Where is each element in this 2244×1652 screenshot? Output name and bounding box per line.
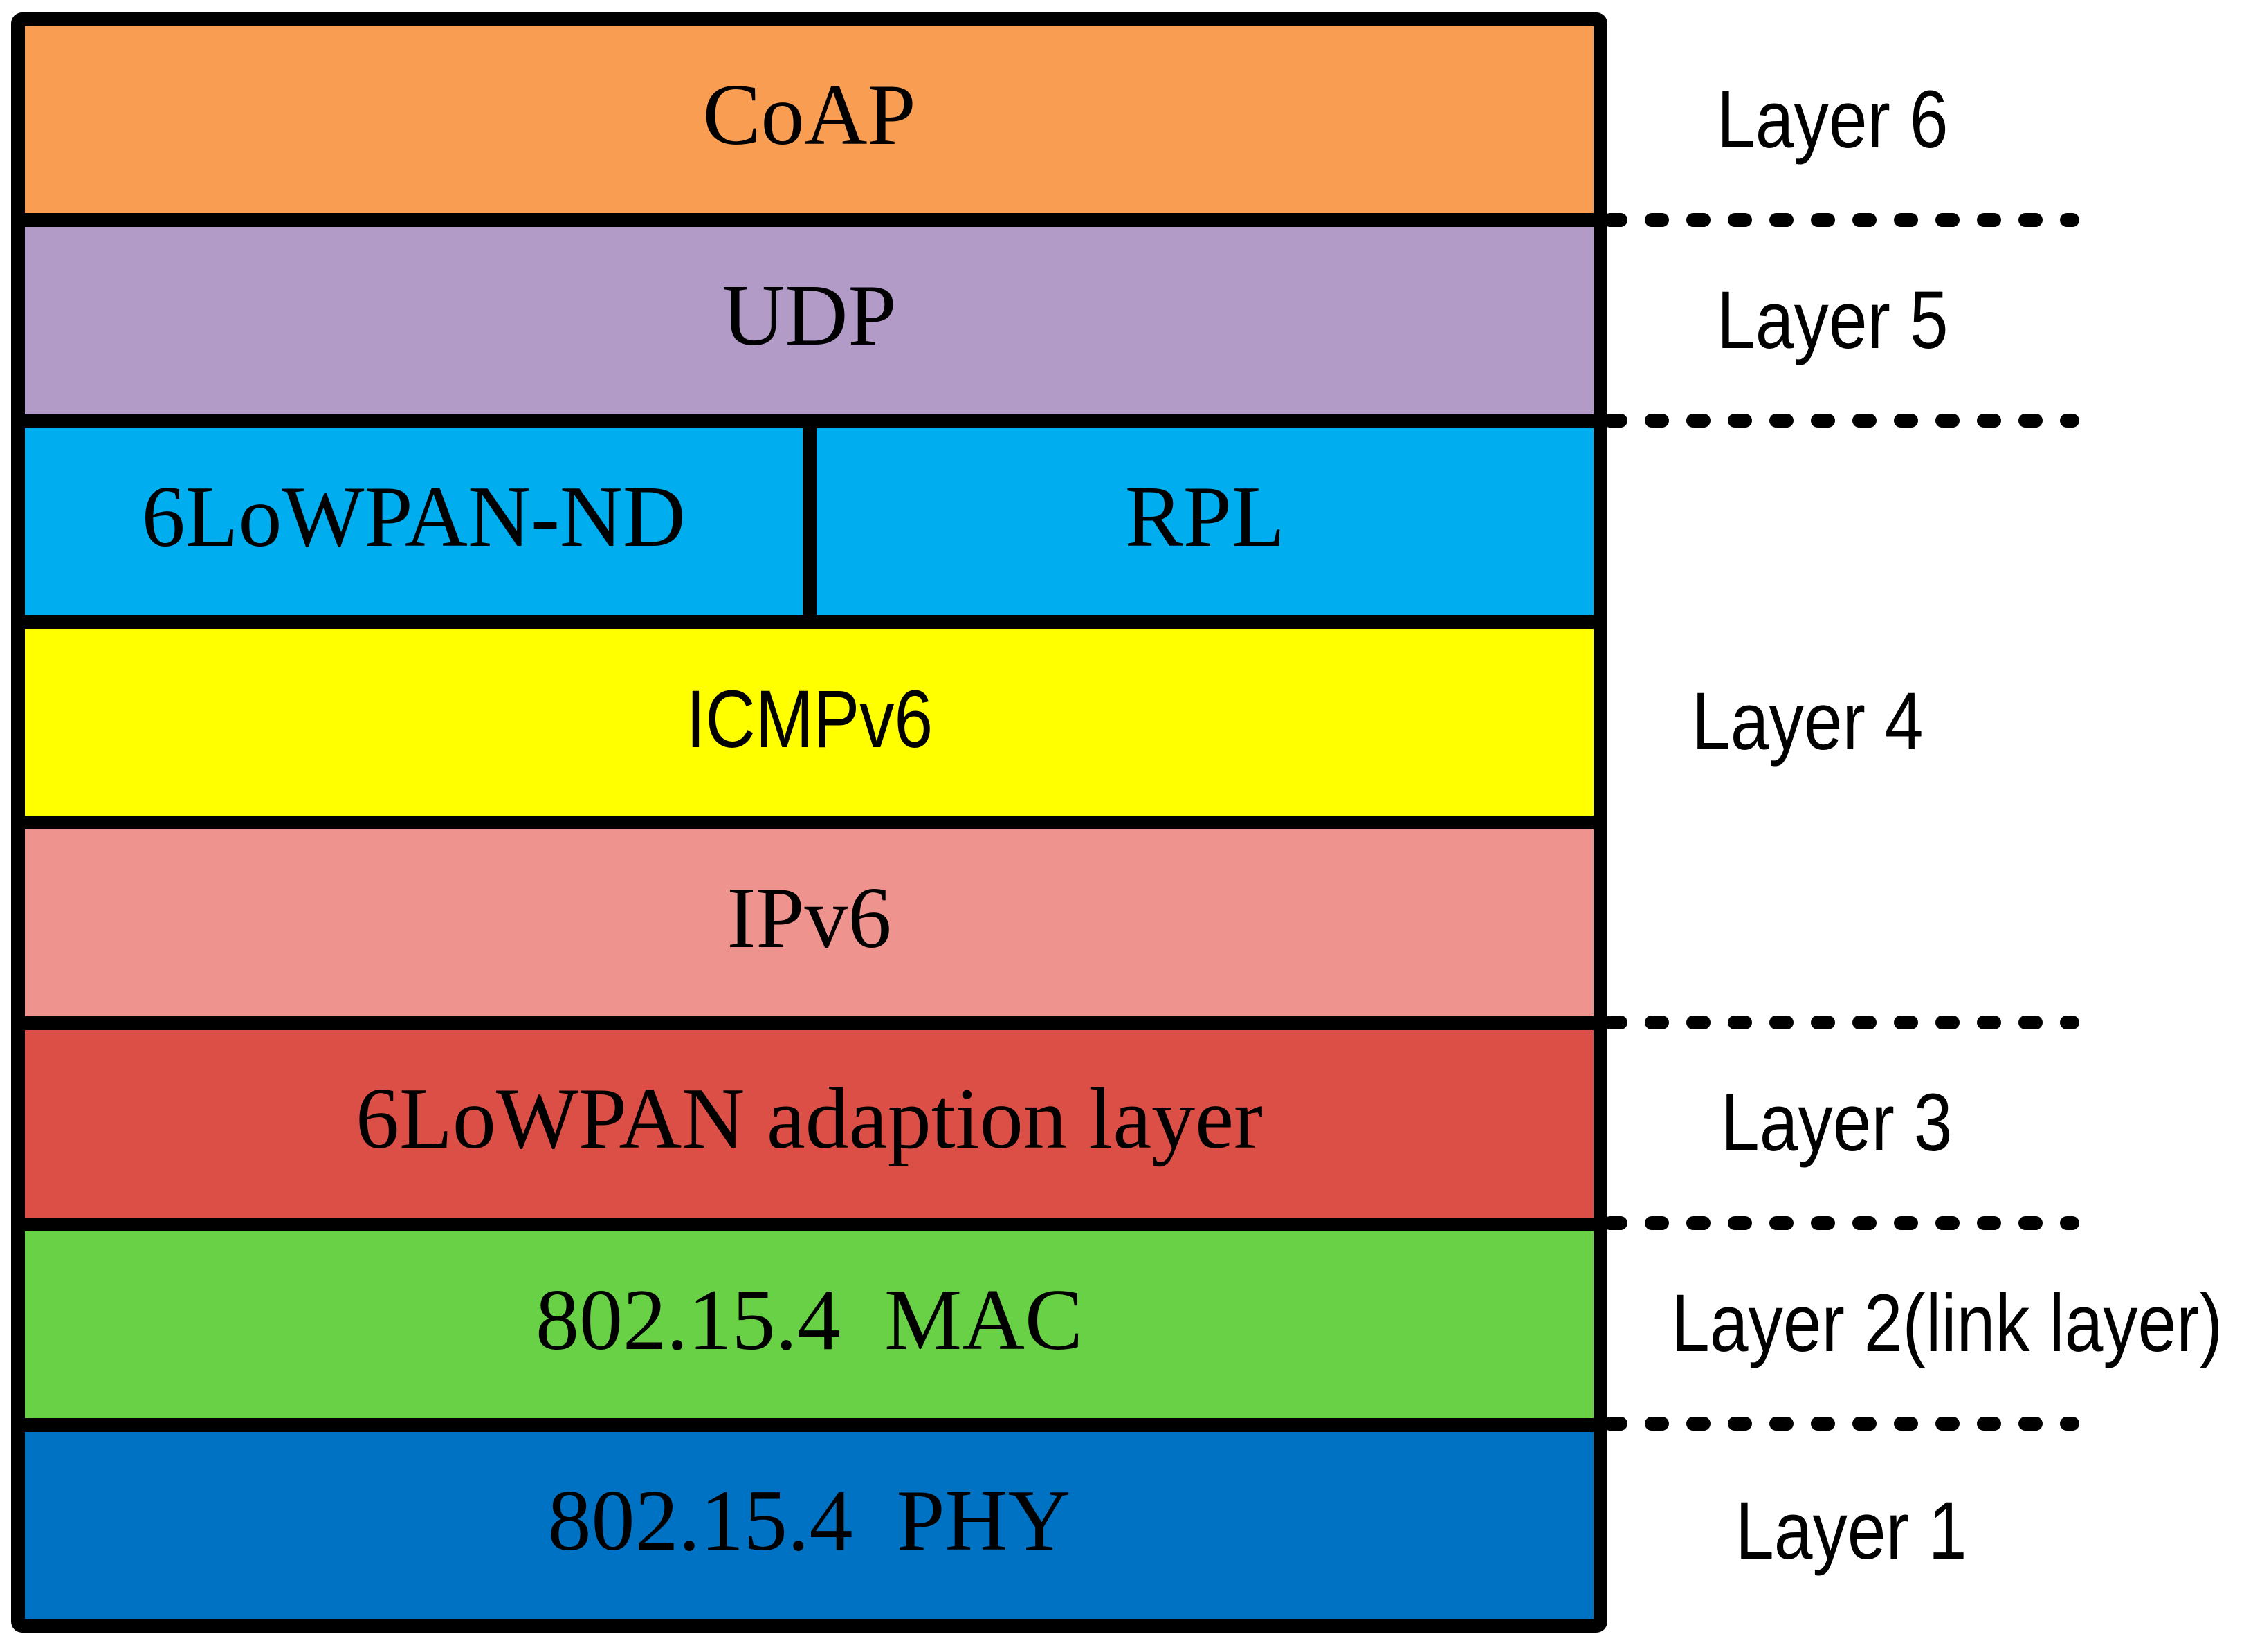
row-icmpv6: ICMPv6 — [25, 628, 1594, 816]
layer-label-2: Layer 2(link layer) — [1660, 1272, 2244, 1375]
row-6lowpan-adaption: 6LoWPAN adaption layer — [25, 1030, 1594, 1218]
row-802154-mac: 802.15.4 MAC — [25, 1231, 1594, 1418]
cell-6lowpan-nd: 6LoWPAN-ND — [25, 428, 803, 615]
layer-label-3-text: Layer 3 — [1721, 1077, 1953, 1168]
row-udp: UDP — [25, 227, 1594, 414]
row-802154-mac-label: 802.15.4 MAC — [535, 1272, 1084, 1368]
layer-label-5-text: Layer 5 — [1717, 275, 1949, 366]
cell-6lowpan-nd-label: 6LoWPAN-ND — [141, 468, 686, 565]
row-coap: CoAP — [25, 26, 1594, 214]
row-ipv6-label: IPv6 — [727, 870, 892, 967]
layer-label-6: Layer 6 — [1706, 68, 1989, 172]
layer-label-2-text: Layer 2(link layer) — [1671, 1278, 2223, 1369]
cell-rpl-label: RPL — [1124, 468, 1285, 565]
row-icmpv6-label: ICMPv6 — [686, 673, 933, 765]
layer-label-4-text: Layer 4 — [1692, 676, 1924, 767]
dashed-separator-layer3-layer2 — [1603, 1216, 2079, 1230]
row-802154-phy-label: 802.15.4 PHY — [547, 1472, 1071, 1569]
row-nd-rpl: 6LoWPAN-ND RPL — [25, 428, 1594, 615]
dashed-separator-layer4-layer3 — [1603, 1016, 2079, 1029]
layer-label-6-text: Layer 6 — [1717, 74, 1949, 165]
layer-label-5: Layer 5 — [1706, 268, 1989, 372]
row-802154-phy: 802.15.4 PHY — [25, 1431, 1594, 1619]
layer-label-4: Layer 4 — [1681, 670, 1964, 773]
row-ipv6: IPv6 — [25, 829, 1594, 1017]
dashed-separator-layer6-layer5 — [1603, 213, 2079, 227]
row-coap-label: CoAP — [702, 67, 916, 164]
layer-label-3: Layer 3 — [1710, 1071, 1994, 1175]
row-6lowpan-adaption-label: 6LoWPAN adaption layer — [355, 1071, 1264, 1168]
layer-label-1-text: Layer 1 — [1735, 1485, 1967, 1577]
cell-rpl: RPL — [816, 428, 1594, 615]
protocol-stack: CoAP UDP 6LoWPAN-ND RPL ICMPv6 IPv6 6LoW… — [11, 12, 1607, 1633]
dashed-separator-layer5-layer4 — [1603, 414, 2079, 428]
layer-label-1: Layer 1 — [1724, 1479, 2008, 1583]
row-udp-label: UDP — [722, 268, 897, 365]
dashed-separator-layer2-layer1 — [1603, 1417, 2079, 1431]
